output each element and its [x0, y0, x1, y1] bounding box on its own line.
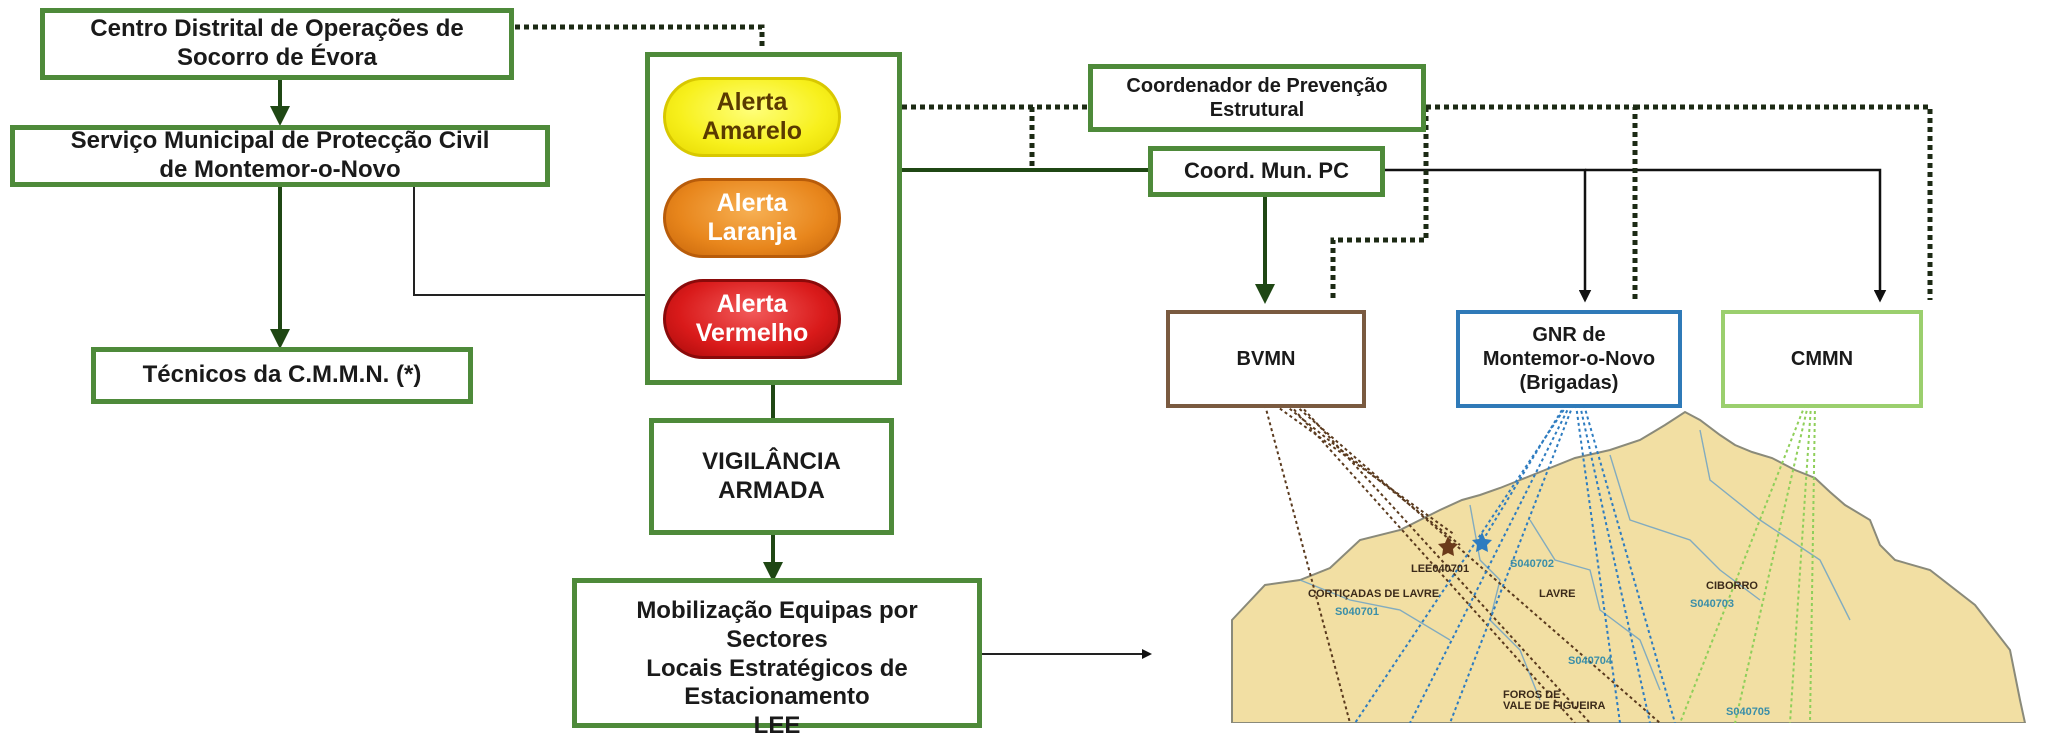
coord-mun-box[interactable]: Coord. Mun. PC: [1148, 146, 1385, 197]
line-coordmun-cmmn: [1585, 168, 1887, 303]
map-label-s040703: S040703: [1690, 598, 1735, 610]
smpc-box[interactable]: Serviço Municipal de Protecção Civil de …: [10, 125, 550, 187]
map-label-lee: LEE040701: [1411, 563, 1470, 575]
map-label-lavre: LAVRE: [1539, 588, 1576, 600]
cdos-box[interactable]: Centro Distrital de Operações de Socorro…: [40, 8, 514, 80]
vigilancia-box[interactable]: VIGILÂNCIA ARMADA: [649, 418, 894, 535]
map-label-s040701: S040701: [1335, 606, 1380, 618]
dotted-coordprev-cmmn: [1635, 104, 1933, 300]
alert-yellow[interactable]: Alerta Amarelo: [663, 77, 841, 157]
gnr-box[interactable]: GNR de Montemor-o-Novo (Brigadas): [1456, 310, 1682, 408]
dotted-coordprev-gnr: [1426, 104, 1638, 300]
map-label-s040705: S040705: [1726, 706, 1771, 718]
map-label-s040702: S040702: [1510, 558, 1555, 570]
cmmn-map-links: [1679, 404, 1816, 723]
alert-red[interactable]: Alerta Vermelho: [663, 279, 841, 359]
dotted-coordprev-bvmn: [1330, 107, 1429, 300]
alert-orange[interactable]: Alerta Laranja: [663, 178, 841, 258]
bvmn-box[interactable]: BVMN: [1166, 310, 1366, 408]
line-smpc-alerts: [413, 185, 645, 296]
map-label-cortecadas: CORTIÇADAS DE LAVRE: [1308, 588, 1440, 600]
tecnicos-box[interactable]: Técnicos da C.M.M.N. (*): [91, 347, 473, 404]
municipality-map-shape: [1231, 410, 2027, 723]
connector-lines: [270, 24, 2027, 723]
gnr-star-marker: [1472, 532, 1492, 552]
lee-star-marker: [1438, 536, 1458, 556]
line-coordmun-gnr: [1385, 168, 1592, 303]
mobilizacao-box[interactable]: Mobilização Equipas por Sectores Locais …: [572, 578, 982, 739]
alert-flowchart: Centro Distrital de Operações de Socorro…: [10, 8, 2027, 739]
coord-prev-box[interactable]: Coordenador de Prevenção Estrutural: [1088, 64, 1426, 132]
dotted-cdos-alerts: [515, 24, 765, 50]
map-label-s040704: S040704: [1568, 655, 1613, 667]
map-label-foros: FOROS DE VALE DE FIGUEIRA: [1503, 689, 1606, 712]
gnr-map-links: [1354, 404, 1676, 723]
bvmn-map-links: [1264, 404, 1661, 723]
cmmn-box[interactable]: CMMN: [1721, 310, 1923, 408]
map-label-ciborro: CIBORRO: [1706, 580, 1758, 592]
